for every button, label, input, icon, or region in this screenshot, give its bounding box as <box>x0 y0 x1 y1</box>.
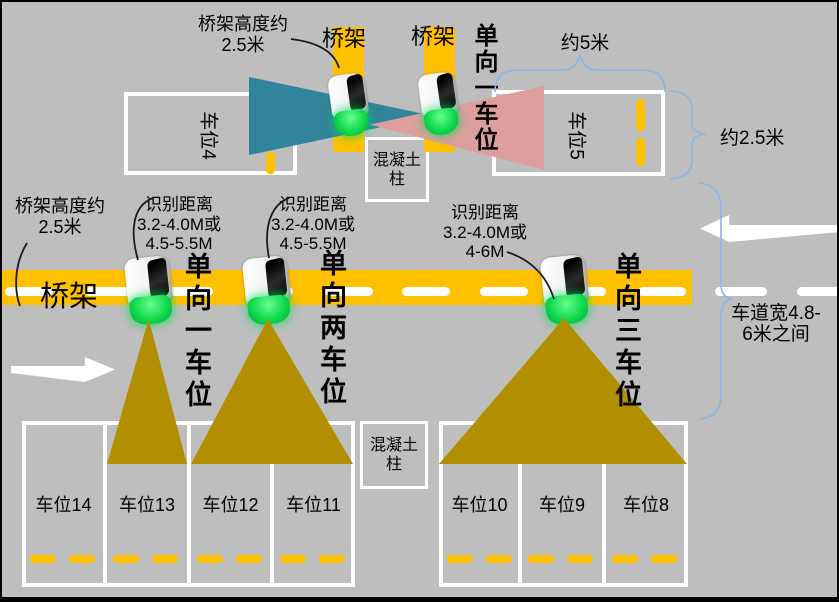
camera-front-panel <box>264 256 288 299</box>
spot-width-measure: 约5米 <box>560 33 610 54</box>
camera-green-indicator <box>422 106 461 138</box>
spot-marking-dash <box>528 555 554 563</box>
range-line: 3.2-4.0M或 <box>270 214 356 234</box>
recognition-range-note-1: 识别距离 3.2-4.0M或 4.5-5.5M <box>120 195 238 254</box>
traffic-direction-arrow-left <box>700 215 837 242</box>
camera-green-indicator <box>129 293 174 327</box>
concrete-column-text: 柱 <box>385 456 402 473</box>
spot-14-label: 车位14 <box>35 495 92 515</box>
spot-11-label: 车位11 <box>286 495 341 515</box>
lane-dash <box>85 287 133 296</box>
lane-dash <box>797 287 837 296</box>
parking-divider <box>270 425 274 583</box>
recognition-range-note-3: 识别距离 3.2-4.0M或 4-6M <box>426 203 544 262</box>
spot-10-label: 车位10 <box>451 495 508 515</box>
direction-label-top: 单向一车位 <box>470 23 497 153</box>
spot-marking-dash <box>30 555 56 563</box>
range-line: 识别距离 <box>145 195 213 214</box>
parking-camera-top-right <box>416 70 462 138</box>
camera-green-indicator <box>545 293 590 327</box>
spot-depth-measure: 约2.5米 <box>720 128 785 149</box>
lane-width-line1: 车道宽4.8- <box>731 303 821 324</box>
range-line: 识别距离 <box>279 195 347 214</box>
parking-divider <box>518 425 522 583</box>
tray-label-top-right: 桥架 <box>411 24 456 49</box>
spot-9-label: 车位9 <box>538 495 585 515</box>
spot-marking-dash <box>612 555 638 563</box>
range-line: 4.5-5.5M <box>145 234 213 253</box>
camera-front-panel <box>562 255 586 298</box>
lane-dash <box>715 287 767 296</box>
concrete-column-text: 混凝土 <box>372 152 421 169</box>
lane-dash <box>480 287 528 296</box>
spot-5-label: 车位5 <box>565 111 587 160</box>
lane-dash <box>325 287 373 296</box>
parking-camera-3 <box>539 253 592 327</box>
camera-3-coverage-cone <box>439 318 687 464</box>
recognition-range-note-2: 识别距离 3.2-4.0M或 4.5-5.5M <box>254 195 372 254</box>
lane-width-line2: 6米之间 <box>742 324 810 345</box>
lane-width-note: 车道宽4.8- 6米之间 <box>712 303 837 345</box>
parking-camera-1 <box>123 254 176 327</box>
spot-8-label: 车位8 <box>622 495 669 515</box>
spot-4-label: 车位4 <box>197 111 219 160</box>
spot-marking-dash <box>152 555 178 563</box>
parking-divider <box>103 425 107 583</box>
traffic-direction-arrow-right <box>11 357 115 382</box>
parking-camera-2 <box>241 254 294 327</box>
tray-height-note-line1: 桥架高度约 <box>15 196 105 216</box>
spot-marking-dash <box>319 555 345 563</box>
spot-marking-dash <box>486 555 512 563</box>
direction-label-three-spots: 单向三车位 <box>611 252 641 412</box>
spot-marking-dash <box>113 555 139 563</box>
spot-marking-dash <box>447 555 473 563</box>
spot-marking-dash <box>567 555 593 563</box>
range-line: 4-6M <box>465 242 505 261</box>
lane-dash <box>5 287 53 296</box>
range-line: 4.5-5.5M <box>279 234 347 253</box>
tray-height-note-middle: 桥架高度约 2.5米 <box>4 196 116 238</box>
spot-5-marking-dash <box>636 138 645 166</box>
lane-dash <box>638 287 686 296</box>
spot-marking-dash <box>651 555 677 563</box>
concrete-column-bottom: 混凝土 柱 <box>360 421 428 489</box>
brace-spot-width <box>494 51 666 93</box>
camera-1-coverage-cone <box>107 319 187 464</box>
concrete-column-text: 混凝土 <box>369 437 418 454</box>
spot-marking-dash <box>236 555 262 563</box>
parking-group-left-box <box>22 421 355 587</box>
direction-label-two-spots: 单向两车位 <box>316 249 346 409</box>
tray-height-note-line2: 2.5米 <box>38 217 82 237</box>
parking-camera-top-left <box>326 71 372 139</box>
spot-5-marking-dash <box>636 99 645 131</box>
lane-dash <box>165 287 213 296</box>
parking-divider <box>602 425 606 583</box>
parking-divider <box>187 425 191 583</box>
concrete-column-top: 混凝土 柱 <box>365 137 429 202</box>
camera-front-panel <box>146 256 170 299</box>
spot-marking-dash <box>69 555 95 563</box>
concrete-column-text: 柱 <box>388 171 405 188</box>
range-line: 3.2-4.0M或 <box>442 222 528 242</box>
brace-spot-depth <box>669 90 707 180</box>
tray-label-top-left: 桥架 <box>322 26 367 51</box>
spot-12-label: 车位12 <box>202 495 259 515</box>
spot-marking-dash <box>197 555 223 563</box>
lane-dash <box>402 287 450 296</box>
tray-height-note-line1: 桥架高度约 <box>198 14 288 34</box>
tray-label-middle: 桥架 <box>40 281 99 313</box>
spot-marking-dash <box>280 555 306 563</box>
range-line: 识别距离 <box>451 203 519 222</box>
camera-green-indicator <box>332 107 371 139</box>
tray-height-note-line2: 2.5米 <box>221 35 265 55</box>
range-line: 3.2-4.0M或 <box>136 214 222 234</box>
direction-label-one-spot: 单向一车位 <box>181 252 211 412</box>
tray-height-note-top: 桥架高度约 2.5米 <box>178 14 308 56</box>
spot-4-marking-dash <box>266 152 275 174</box>
spot-13-label: 车位13 <box>118 495 176 515</box>
